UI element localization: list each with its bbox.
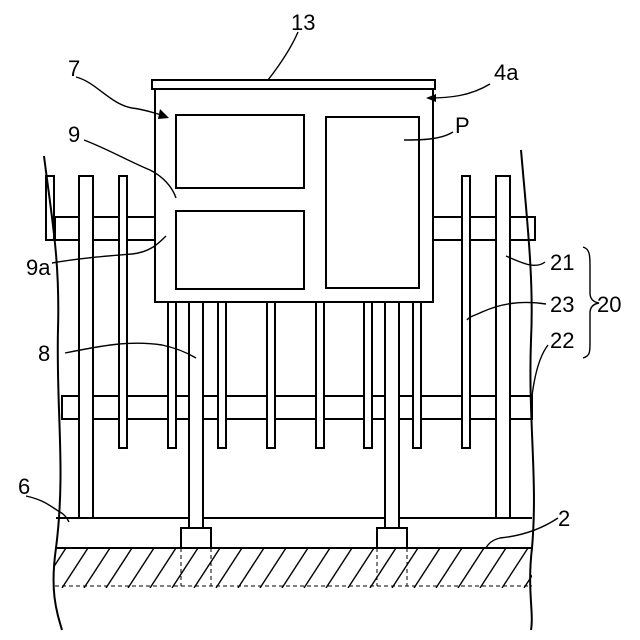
fence-picket [413, 300, 421, 448]
hatch-line [260, 548, 286, 588]
label-8: 8 [38, 341, 50, 366]
fence-picket [316, 300, 324, 448]
hatch-line [546, 548, 572, 588]
hatch-line [62, 548, 88, 588]
label-2: 2 [558, 506, 570, 531]
hatch-line [370, 548, 396, 588]
label-7: 7 [68, 56, 80, 81]
label-22: 22 [550, 328, 574, 353]
panel-right [326, 117, 419, 288]
fence-picket [119, 176, 127, 448]
leg-left [189, 300, 203, 528]
label-6: 6 [18, 474, 30, 499]
hatch-line [414, 548, 440, 588]
label-21: 21 [550, 250, 574, 275]
label-P: P [455, 113, 470, 138]
hatch-line [282, 548, 308, 588]
label-4a: 4a [494, 60, 519, 85]
label-20: 20 [597, 292, 621, 317]
hatch-line [84, 548, 110, 588]
hatch-line [480, 548, 506, 588]
label-9: 9 [68, 122, 80, 147]
label-9a: 9a [26, 255, 51, 280]
hatch-line [150, 548, 176, 588]
hatch-line [392, 548, 418, 588]
panel-bottom-left [176, 211, 304, 289]
label-23: 23 [550, 292, 574, 317]
footing-left [181, 528, 211, 548]
fence-post-right [496, 176, 510, 518]
fence-picket [267, 300, 275, 448]
fence-picket [364, 300, 372, 448]
ground-slab [40, 548, 572, 588]
fence-picket [462, 176, 470, 448]
board-roof [152, 80, 435, 89]
hatch-line [106, 548, 132, 588]
label-13: 13 [291, 10, 315, 35]
hatch-line [436, 548, 462, 588]
hatch-line [326, 548, 352, 588]
hatch-line [502, 548, 528, 588]
panel-top-left [176, 115, 304, 188]
fence-picket [218, 300, 226, 448]
hatch-line [304, 548, 330, 588]
display-board [152, 80, 435, 302]
hatch-line [128, 548, 154, 588]
hatch-line [194, 548, 220, 588]
hatch-line [216, 548, 242, 588]
fence-post-left [79, 176, 93, 518]
hatch-line [524, 548, 550, 588]
hatch-line [348, 548, 374, 588]
footing-right [377, 528, 407, 548]
leg-right [385, 300, 399, 528]
hatch-line [238, 548, 264, 588]
board-legs [181, 300, 407, 548]
hatch-line [458, 548, 484, 588]
fence-picket [168, 300, 176, 448]
ground-hatching [40, 548, 572, 588]
hatch-line [172, 548, 198, 588]
